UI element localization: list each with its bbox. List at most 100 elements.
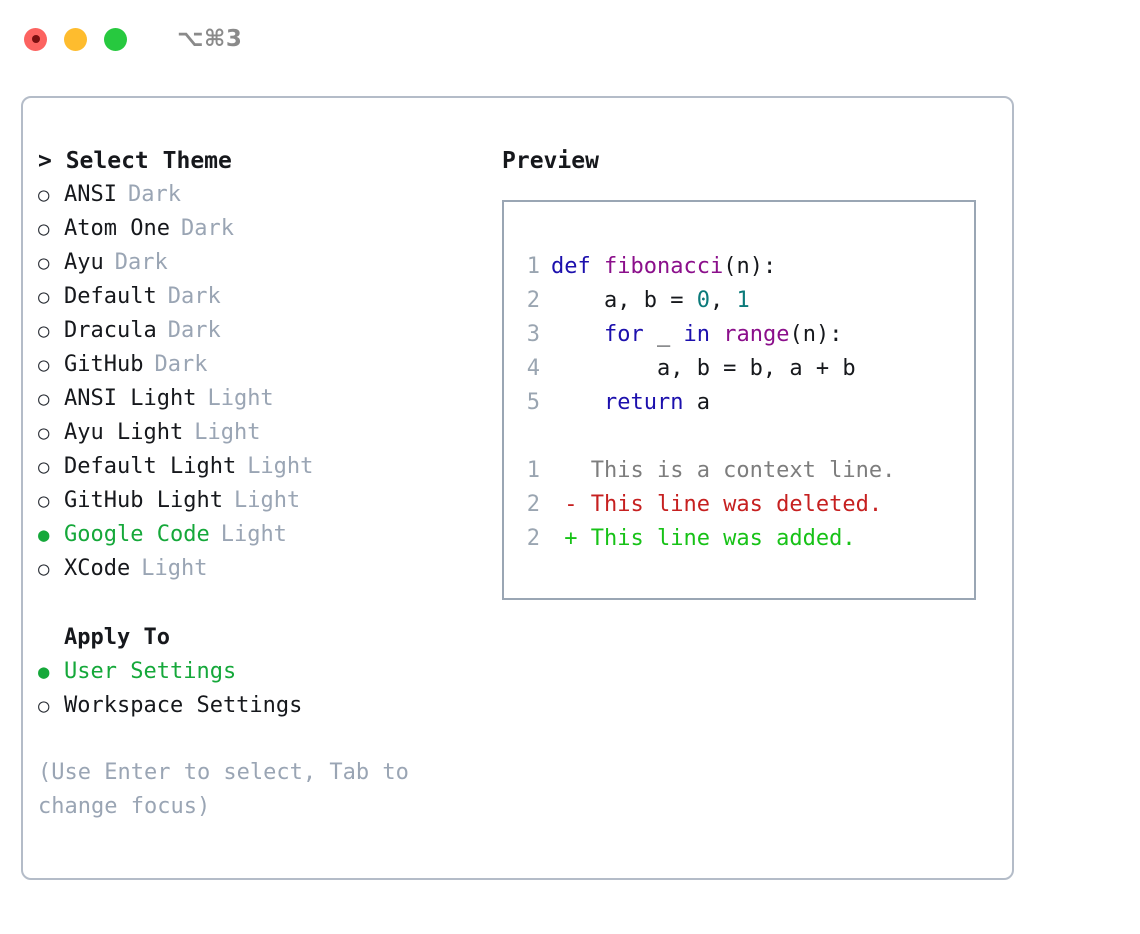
theme-option-github-light[interactable]: ○ GitHub Light Light — [38, 484, 488, 518]
line-number: 1 — [526, 458, 540, 483]
radio-unselected-icon: ○ — [38, 695, 50, 717]
theme-name-label: XCode — [64, 556, 131, 581]
select-theme-header: > Select Theme — [38, 148, 232, 174]
diff-line-context: 1 This is a context line. — [518, 454, 968, 488]
token-plain: (n): — [723, 254, 777, 279]
token-plain: , — [709, 288, 737, 313]
theme-option-default-light[interactable]: ○ Default Light Light — [38, 450, 488, 484]
close-button[interactable] — [24, 27, 47, 51]
radio-unselected-icon: ○ — [38, 456, 50, 478]
apply-to-title: Apply To — [64, 625, 170, 650]
radio-selected-icon: ● — [38, 524, 50, 546]
theme-name-label: ANSI Light — [64, 386, 197, 411]
theme-variant-tag: Light — [233, 488, 301, 513]
token-plain — [551, 322, 604, 347]
code-line: 4 a, b = b, a + b — [518, 352, 968, 386]
apply-to-list[interactable]: ●User Settings ○ Workspace Settings — [38, 655, 488, 723]
token-plain — [591, 254, 604, 279]
code-text: def fibonacci(n): — [551, 250, 776, 284]
token-fn: range — [723, 322, 790, 347]
radio-unselected-icon: ○ — [38, 184, 50, 206]
theme-variant-tag: Dark — [127, 182, 181, 207]
theme-option-atom-one[interactable]: ○ Atom One Dark — [38, 212, 488, 246]
theme-name-label: GitHub — [64, 352, 144, 377]
code-line: 2 a, b = 0, 1 — [518, 284, 968, 318]
radio-unselected-icon: ○ — [38, 388, 50, 410]
line-number: 2 — [526, 526, 540, 551]
theme-option-ansi[interactable]: ○ ANSI Dark — [38, 178, 488, 212]
token-kw: return — [603, 390, 684, 415]
theme-option-github[interactable]: ○ GitHub Dark — [38, 348, 488, 382]
theme-name-label: Ayu Light — [64, 420, 184, 445]
theme-name-label: GitHub Light — [64, 488, 223, 513]
radio-unselected-icon: ○ — [38, 558, 50, 580]
line-number: 2 — [526, 492, 540, 517]
code-text: a, b = 0, 1 — [551, 284, 750, 318]
radio-unselected-icon: ○ — [38, 286, 50, 308]
title-bar: ⌥⌘3 — [0, 0, 1140, 78]
apply-to-option-user-settings[interactable]: ●User Settings — [38, 655, 488, 689]
diff-text: + This line was added. — [551, 526, 856, 551]
preview-header: Preview — [502, 148, 599, 174]
line-number: 5 — [526, 390, 540, 415]
theme-variant-tag: Light — [141, 556, 208, 581]
token-num: 1 — [736, 288, 750, 313]
theme-variant-tag: Light — [207, 386, 274, 411]
token-plain: (n): — [789, 322, 843, 347]
token-kw: in — [683, 322, 710, 347]
keyboard-hint-text: (Use Enter to select, Tab to change focu… — [38, 760, 423, 819]
theme-name-label: ANSI — [64, 182, 117, 207]
theme-variant-tag: Dark — [167, 284, 221, 309]
theme-variant-tag: Dark — [167, 318, 221, 343]
token-num: 0 — [696, 288, 710, 313]
traffic-light-group — [24, 27, 127, 51]
apply-to-option-workspace-settings[interactable]: ○ Workspace Settings — [38, 689, 488, 723]
theme-name-label: Ayu — [64, 250, 104, 275]
token-plain — [551, 390, 604, 415]
code-line: 5 return a — [518, 386, 968, 420]
token-kw: def — [551, 254, 591, 279]
code-line: 3 for _ in range(n): — [518, 318, 968, 352]
code-line: 1 def fibonacci(n): — [518, 250, 968, 284]
theme-option-ansi-light[interactable]: ○ ANSI Light Light — [38, 382, 488, 416]
token-fn: fibonacci — [604, 254, 724, 279]
radio-unselected-icon: ○ — [38, 422, 50, 444]
apply-to-label: Workspace Settings — [64, 693, 303, 718]
token-plain: a, b = b, a + b — [551, 356, 856, 381]
theme-name-label: Atom One — [64, 216, 170, 241]
radio-unselected-icon: ○ — [38, 218, 50, 240]
code-text: return a — [551, 386, 710, 420]
theme-option-xcode[interactable]: ○ XCode Light — [38, 552, 488, 586]
theme-name-label: Google Code — [64, 522, 210, 547]
radio-selected-icon: ● — [38, 661, 50, 683]
theme-variant-tag: Light — [247, 454, 314, 479]
theme-variant-tag: Dark — [180, 216, 234, 241]
theme-variant-tag: Dark — [154, 352, 208, 377]
line-number: 4 — [526, 356, 540, 381]
theme-variant-tag: Dark — [114, 250, 168, 275]
radio-unselected-icon: ○ — [38, 354, 50, 376]
line-number: 1 — [526, 254, 540, 279]
token-plain: a, b = — [551, 288, 697, 313]
diff-line-del: 2 - This line was deleted. — [518, 488, 968, 522]
radio-unselected-icon: ○ — [38, 490, 50, 512]
diff-line-add: 2 + This line was added. — [518, 522, 968, 556]
apply-to-section: Apply To ●User Settings ○ Workspace Settin… — [38, 621, 488, 723]
theme-name-label: Dracula — [64, 318, 157, 343]
minimize-button[interactable] — [64, 27, 87, 51]
theme-name-label: Default Light — [64, 454, 237, 479]
token-plain: a — [683, 390, 710, 415]
maximize-button[interactable] — [104, 27, 127, 51]
